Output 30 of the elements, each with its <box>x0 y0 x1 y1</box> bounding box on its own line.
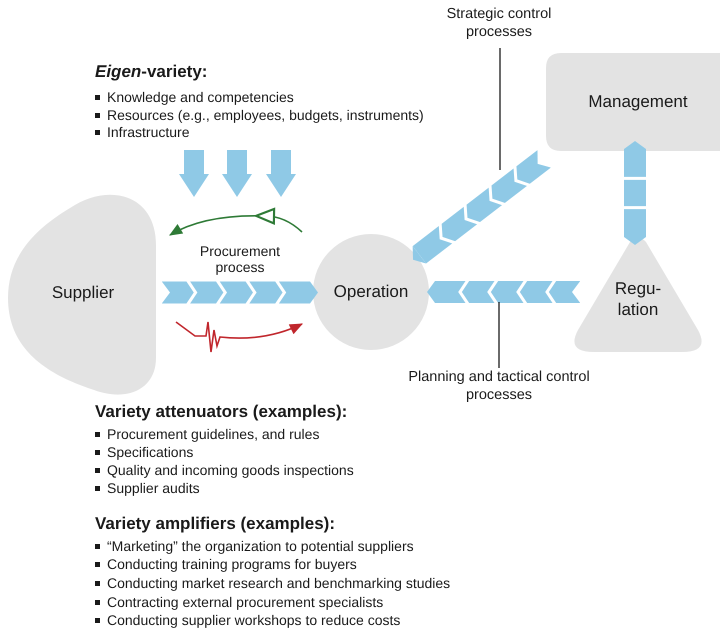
leader-line <box>499 48 501 170</box>
node-label: Supplier <box>50 282 116 304</box>
list-item: Knowledge and competencies <box>95 89 294 106</box>
chevron-arrow <box>162 282 318 304</box>
section-heading: Variety attenuators (examples): <box>95 402 348 422</box>
section-heading: Variety amplifiers (examples): <box>95 514 336 534</box>
list-item: Quality and incoming goods inspections <box>95 462 354 479</box>
list-item: Specifications <box>95 444 194 461</box>
list-item: Conducting supplier workshops to reduce costs <box>95 612 400 629</box>
list-item: Conducting training programs for buyers <box>95 556 357 573</box>
list-item: Conducting market research and benchmarking studies <box>95 575 450 592</box>
chevron-arrow <box>624 141 646 245</box>
list-item: “Marketing” the organization to potential suppliers <box>95 538 414 555</box>
section-heading: Eigen-variety: <box>95 62 208 82</box>
process-annotation: Planning and tactical control processes <box>407 368 591 404</box>
chevron-arrow <box>412 150 551 264</box>
leader-line <box>498 302 500 368</box>
chevron-arrow <box>427 281 580 303</box>
list-item: Infrastructure <box>95 124 190 141</box>
node-label: Regu- lation <box>614 278 662 320</box>
feedback-arrow <box>169 207 303 236</box>
feedback-arrow <box>176 321 303 353</box>
process-annotation: Strategic control processes <box>446 5 552 42</box>
list-item: Procurement guidelines, and rules <box>95 426 320 443</box>
list-item: Supplier audits <box>95 480 200 497</box>
node-label: Management <box>587 91 689 112</box>
list-item: Contracting external procurement specialists <box>95 594 384 611</box>
node-label: Operation <box>332 281 410 302</box>
edge-label: Procurement process <box>198 242 282 274</box>
list-item: Resources (e.g., employees, budgets, instruments) <box>95 107 424 124</box>
